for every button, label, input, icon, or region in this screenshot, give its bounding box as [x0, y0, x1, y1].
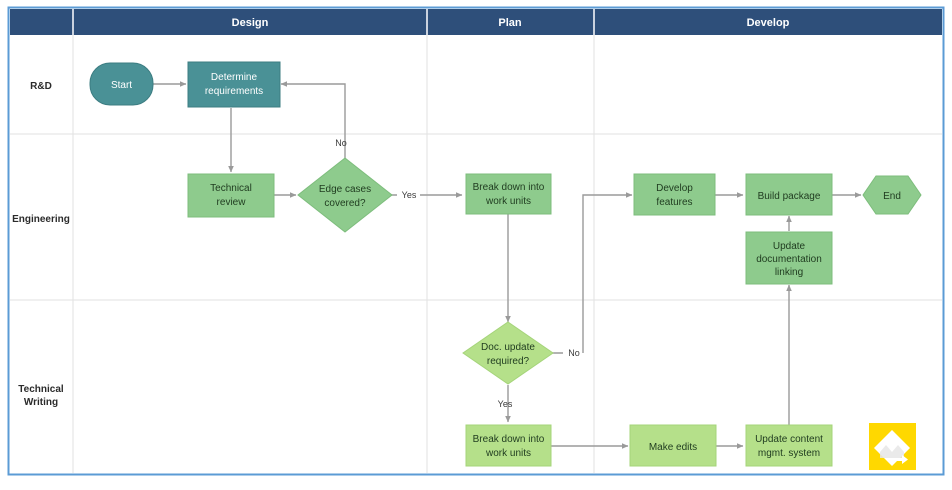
node-end-shape[interactable] [862, 175, 922, 215]
node-develop-features-line1: Develop [656, 183, 693, 194]
edge-label-doc-update-yes: Yes [498, 399, 513, 409]
node-develop-features-shape[interactable] [633, 173, 716, 216]
node-edge-cases-covered[interactable]: Edge cases covered? [297, 157, 393, 233]
node-doc-update-required-line2: required? [487, 356, 530, 367]
node-update-content-line1: Update content [755, 434, 823, 445]
column-header-develop: Develop [747, 17, 790, 29]
node-break-down-work-units-technical-writing[interactable]: Break down into work units [465, 424, 552, 467]
node-technical-review-line2: review [217, 197, 247, 208]
node-start-label: Start [111, 80, 132, 91]
node-break-down-tw-line2: work units [485, 448, 531, 459]
node-break-down-work-units-engineering[interactable]: Break down into work units [465, 173, 552, 215]
node-update-content-line2: mgmt. system [758, 448, 820, 459]
node-end-label: End [883, 191, 901, 202]
node-update-documentation-linking[interactable]: Update documentation linking [745, 231, 833, 285]
node-technical-review[interactable]: Technical review [187, 173, 275, 218]
node-technical-review-line1: Technical [210, 183, 252, 194]
node-break-down-tw-line1: Break down into [473, 434, 545, 445]
lucidchart-logo [869, 423, 916, 470]
node-update-content-mgmt-system[interactable]: Update content mgmt. system [745, 424, 833, 467]
lucidchart-logo-mountain-icon [880, 445, 904, 458]
column-header-plan: Plan [498, 17, 522, 29]
node-doc-update-required[interactable]: Doc. update required? [462, 321, 554, 385]
node-update-doc-line2: documentation [756, 254, 822, 265]
connector-edge-cases-no-to-determine [280, 81, 346, 160]
node-technical-review-shape[interactable] [187, 173, 275, 218]
node-make-edits[interactable]: Make edits [629, 424, 717, 467]
edge-label-doc-update-no: No [568, 348, 580, 358]
node-update-documentation-linking-shape[interactable] [745, 231, 833, 285]
node-update-content-mgmt-system-shape[interactable] [745, 424, 833, 467]
node-determine-requirements-line1: Determine [211, 72, 258, 83]
row-label-technical-writing-line2: Writing [24, 397, 58, 408]
node-make-edits-shape[interactable] [629, 424, 717, 467]
row-label-engineering: Engineering [12, 214, 70, 225]
edge-label-edge-cases-no: No [335, 138, 347, 148]
node-start[interactable]: Start [89, 62, 154, 106]
node-develop-features[interactable]: Develop features [633, 173, 716, 216]
node-end[interactable]: End [862, 175, 922, 215]
lane-header-band [10, 9, 942, 35]
node-break-down-work-units-engineering-shape[interactable] [465, 173, 552, 215]
node-update-doc-line1: Update [773, 241, 806, 252]
node-build-package[interactable]: Build package [745, 173, 833, 216]
node-edge-cases-covered-shape[interactable] [297, 157, 393, 233]
node-determine-requirements-shape[interactable] [187, 61, 281, 108]
row-label-technical-writing-line1: Technical [18, 384, 64, 395]
node-build-package-label: Build package [758, 191, 821, 202]
node-start-shape[interactable] [89, 62, 154, 106]
node-doc-update-required-shape[interactable] [462, 321, 554, 385]
node-break-down-work-units-technical-writing-shape[interactable] [465, 424, 552, 467]
node-determine-requirements[interactable]: Determine requirements [187, 61, 281, 108]
lucidchart-logo-arrow-icon [888, 455, 908, 464]
node-doc-update-required-line1: Doc. update [481, 342, 535, 353]
node-update-doc-line3: linking [775, 267, 803, 278]
node-edge-cases-covered-line1: Edge cases [319, 184, 371, 195]
row-label-rnd: R&D [30, 81, 52, 92]
node-break-down-engineering-line2: work units [485, 196, 531, 207]
node-determine-requirements-line2: requirements [205, 86, 263, 97]
node-break-down-engineering-line1: Break down into [473, 182, 545, 193]
node-make-edits-label: Make edits [649, 442, 697, 453]
node-build-package-shape[interactable] [745, 173, 833, 216]
column-header-design: Design [232, 17, 269, 29]
node-edge-cases-covered-line2: covered? [324, 198, 366, 209]
edge-label-edge-cases-yes: Yes [402, 190, 417, 200]
node-develop-features-line2: features [656, 197, 692, 208]
